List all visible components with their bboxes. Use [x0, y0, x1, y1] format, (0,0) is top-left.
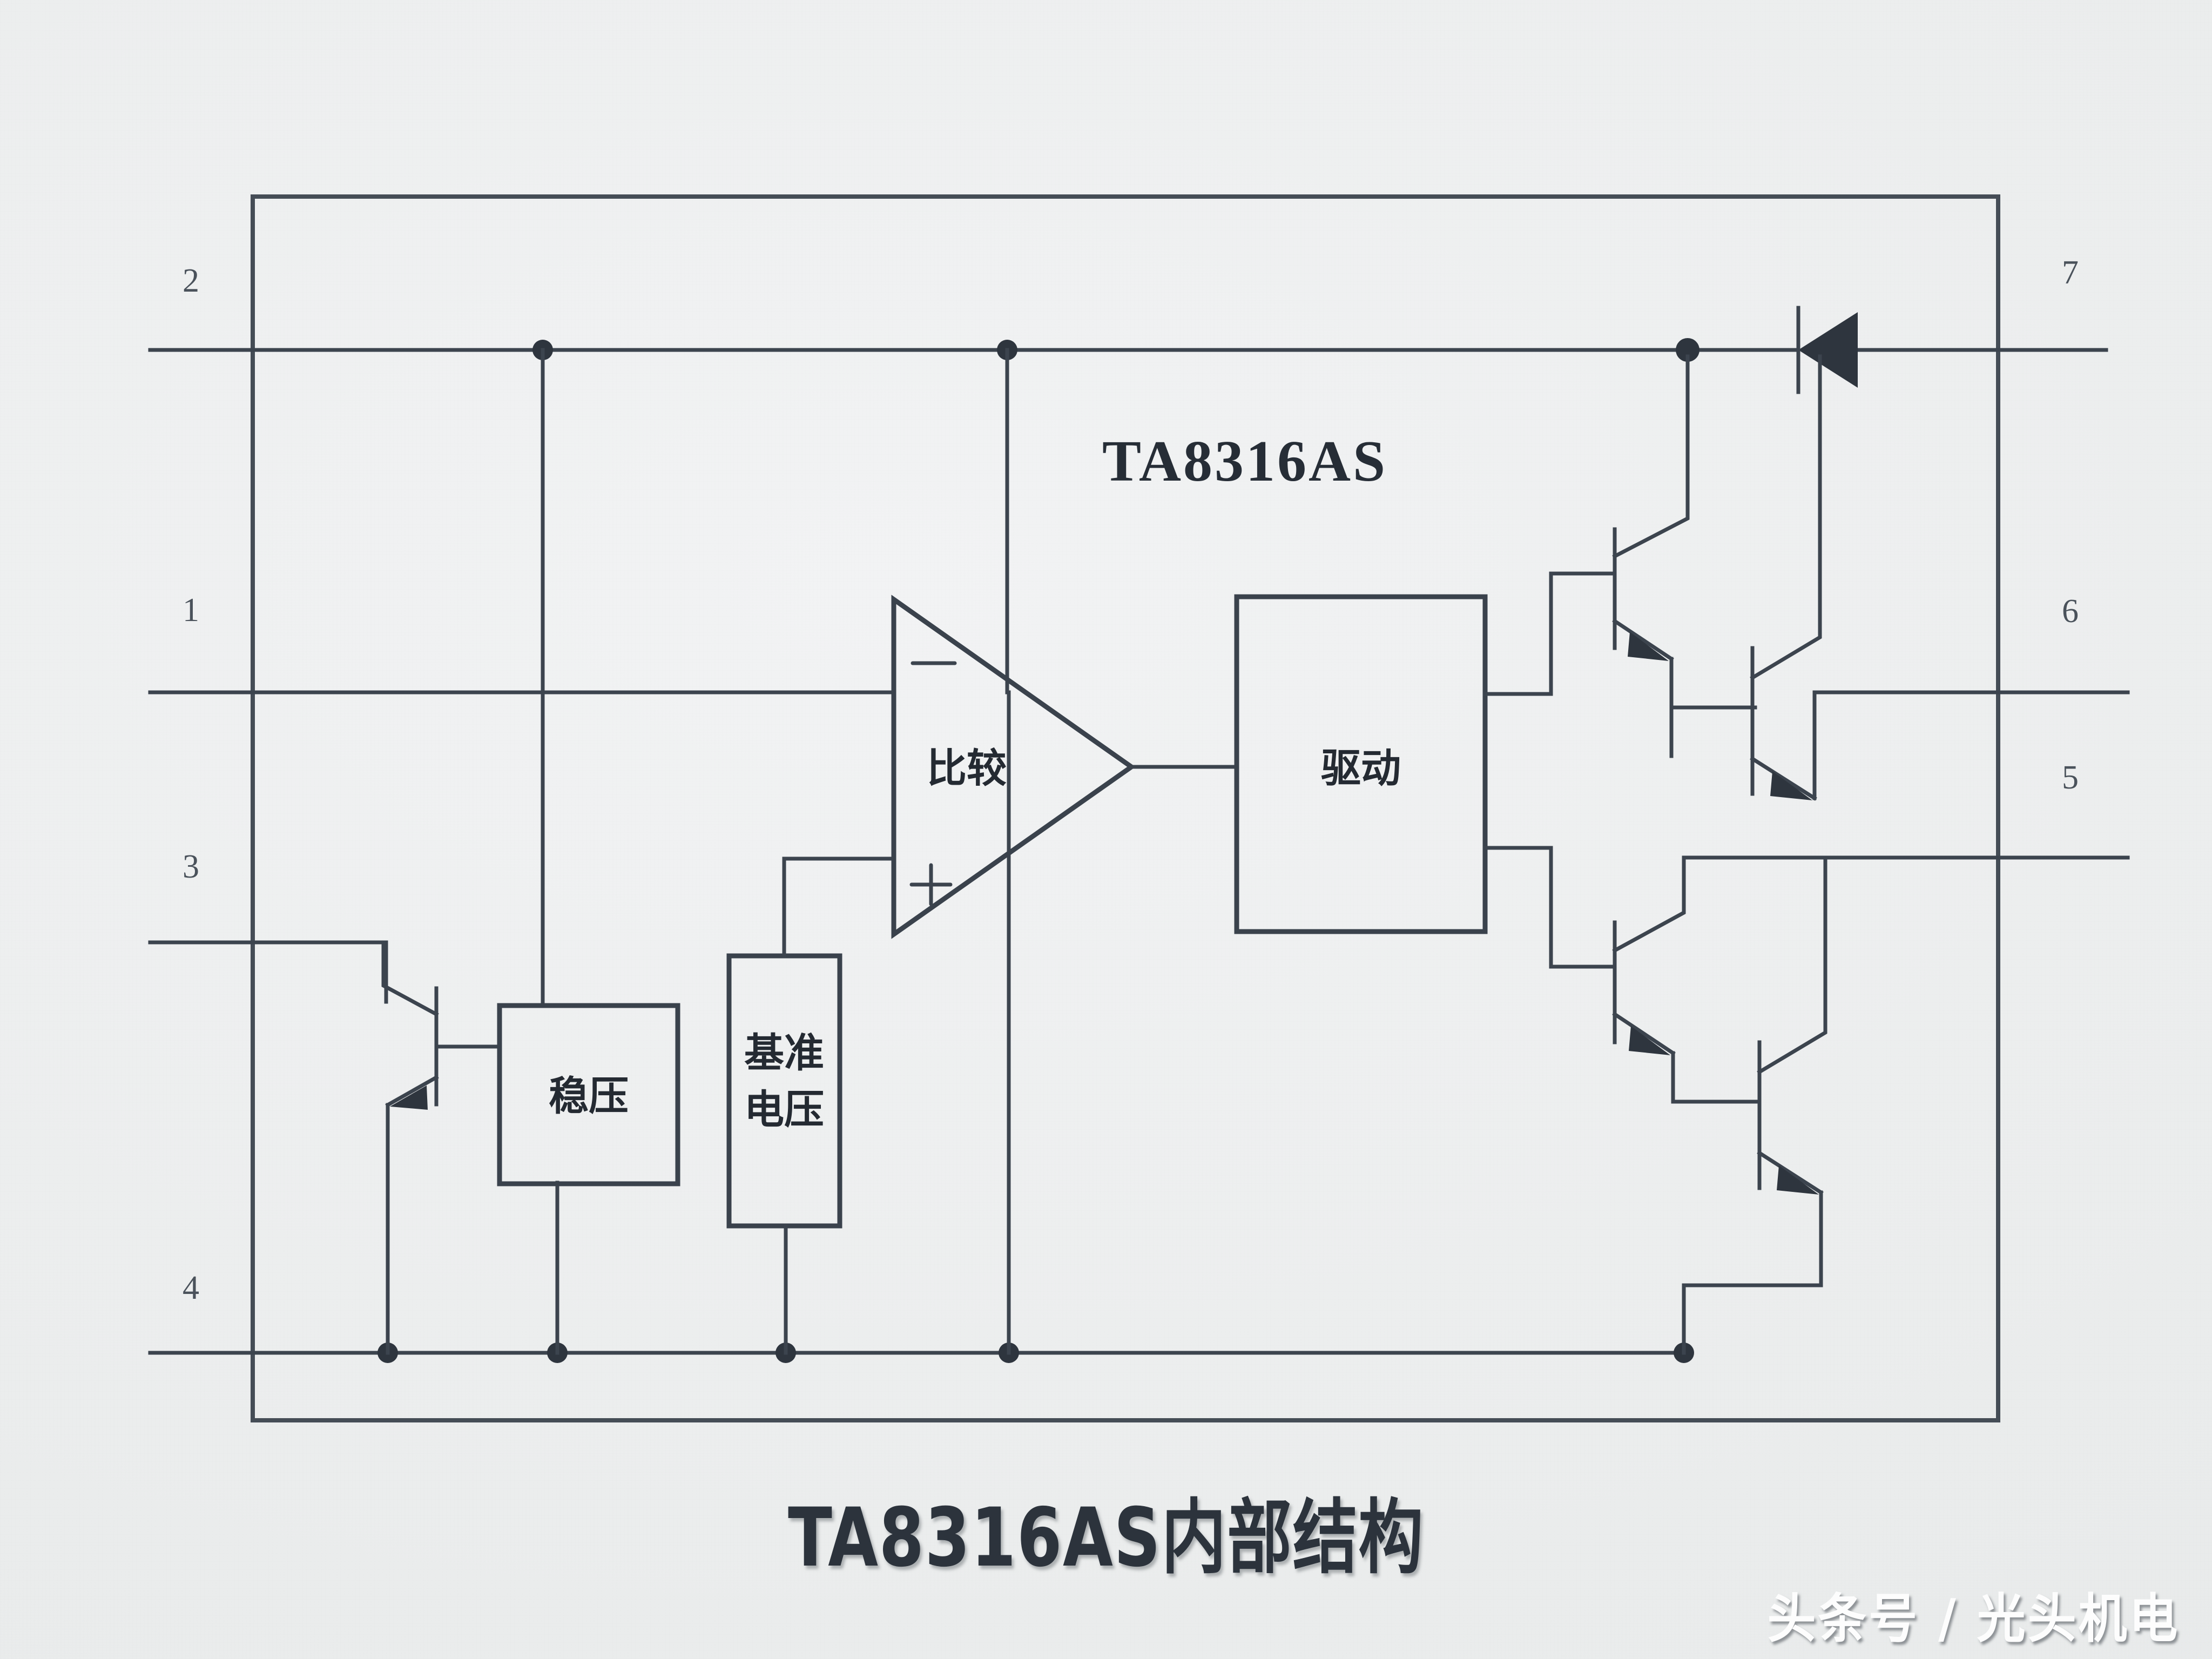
supply-bus-left: [541, 348, 559, 1355]
pin-label-2: 2: [183, 262, 199, 299]
diagram-caption: TA8316AS内部结构: [788, 1491, 1424, 1585]
ic-outline-box: [251, 194, 2000, 1422]
upper-darlington: [1612, 354, 2130, 801]
regulator-label: 稳压: [549, 1073, 629, 1120]
pin-label-4: 4: [183, 1270, 199, 1306]
junction-dot: [1676, 338, 1700, 362]
reference-voltage-block: [726, 857, 896, 1355]
pin-label-7: 7: [2062, 254, 2079, 291]
lower-darlington: [1612, 855, 1827, 1355]
reference-label-line2: 电压: [744, 1087, 824, 1133]
pin-label-5: 5: [2062, 759, 2079, 796]
pin3-rail: [148, 940, 388, 1004]
watermark-text: 头条号 / 光头机电: [1767, 1588, 2180, 1650]
pin4-ground-rail: [148, 1343, 1694, 1363]
pin-label-1: 1: [183, 592, 199, 629]
driver-label: 驱动: [1321, 745, 1401, 792]
supply-bus-center: [1005, 348, 1011, 1355]
comparator-block: [891, 595, 1239, 939]
reference-label-line1: 基准: [744, 1030, 824, 1076]
part-number-label: TA8316AS: [1102, 429, 1387, 494]
voltage-regulator-block: [497, 1003, 680, 1186]
pin-label-3: 3: [183, 848, 199, 885]
driver-block: [1234, 571, 1617, 969]
regulator-pass-transistor: [381, 940, 502, 1355]
comparator-label: 比较: [927, 745, 1007, 792]
freewheel-diode: [1796, 306, 1858, 394]
pin-label-6: 6: [2062, 593, 2079, 630]
